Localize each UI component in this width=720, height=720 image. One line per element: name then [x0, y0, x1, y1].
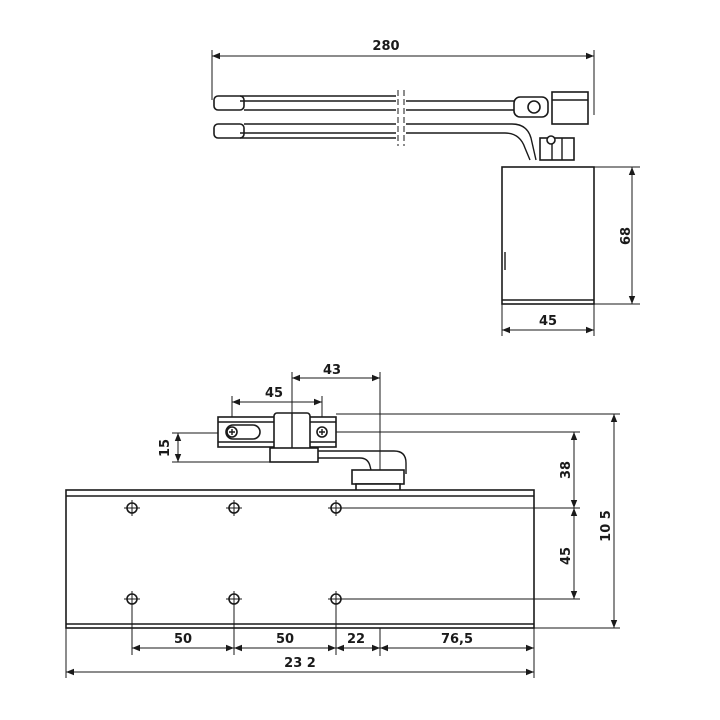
closer-body-front: [65, 489, 535, 629]
dim-bracket-offset: 43: [323, 363, 341, 378]
dim-arm-length: 280: [372, 39, 399, 54]
dim-overall-height: 10 5: [599, 510, 614, 542]
top-view: 280: [211, 39, 640, 336]
arm-shoe: [551, 91, 589, 125]
spindle-nut: [539, 137, 575, 161]
arm-bracket: [217, 412, 407, 493]
dim-right-offset: 76,5: [441, 632, 473, 647]
arm-end-pin: [527, 100, 541, 114]
dim-body-height: 68: [619, 227, 634, 245]
dim-axis-offset: 22: [347, 632, 365, 647]
dim-body-depth: 45: [539, 314, 557, 329]
closer-body-top: [501, 166, 595, 305]
dim-bracket-width: 45: [265, 386, 283, 401]
hole: [226, 591, 242, 607]
dim-arm-to-holes: 38: [559, 461, 574, 479]
hole: [124, 500, 140, 516]
arm-pivot-lower: [213, 123, 245, 139]
dim-hole-spacing-1: 50: [174, 632, 192, 647]
spindle-hub: [351, 469, 405, 485]
dim-bracket-height: 15: [158, 439, 173, 457]
arm: [213, 90, 589, 161]
hole: [226, 500, 242, 516]
arm-pivot-upper: [213, 95, 245, 111]
dim-overall-length: 23 2: [284, 656, 316, 671]
front-view: 43 45 15: [65, 363, 620, 678]
bracket-base: [269, 447, 319, 463]
dim-hole-spacing-2: 50: [276, 632, 294, 647]
dim-hole-spacing-vertical: 45: [559, 547, 574, 565]
